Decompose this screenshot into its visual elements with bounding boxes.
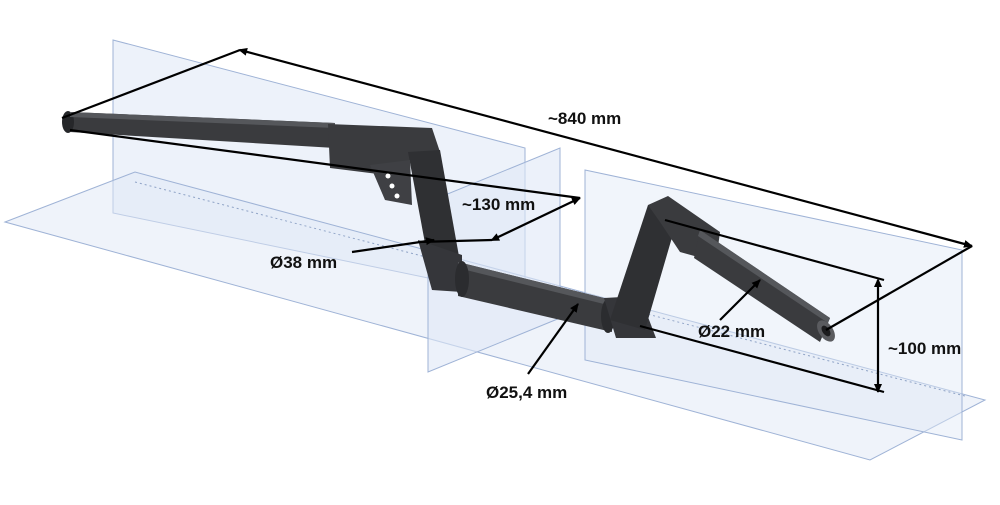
rise-ext-top [69,128,581,200]
grip-diameter-leader [719,279,761,321]
center-diameter-leader [527,303,579,375]
rise-dimension-line [490,197,581,241]
mount-hole-2 [389,183,395,189]
left-lower-bend [418,240,462,292]
pullback-label: ~100 mm [888,339,961,358]
pullback-ext-bottom [639,324,885,394]
overall-width-ext-right [825,245,973,331]
mount-hole-3 [394,193,400,199]
dimension-labels: ~840 mm ~130 mm Ø38 mm Ø25,4 mm Ø22 mm ~… [270,109,961,402]
mount-hole-1 [385,173,391,179]
clamp-diameter-leader [351,237,435,254]
grip-diameter-label: Ø22 mm [698,322,765,341]
rise-label: ~130 mm [462,195,535,214]
center-tube [458,262,612,332]
center-tube-highlight [458,262,612,306]
dimension-lines [61,47,973,394]
overall-width-label: ~840 mm [548,109,621,128]
clamp-diameter-label: Ø38 mm [270,253,337,272]
pullback-ext-top [664,218,885,282]
center-collar-left [455,261,469,297]
right-grip [694,230,830,342]
overall-width-ext-left [61,48,241,120]
overall-width-dimension-line [238,47,973,248]
right-grip-highlight [698,230,830,323]
center-diameter-label: Ø25,4 mm [486,383,567,402]
